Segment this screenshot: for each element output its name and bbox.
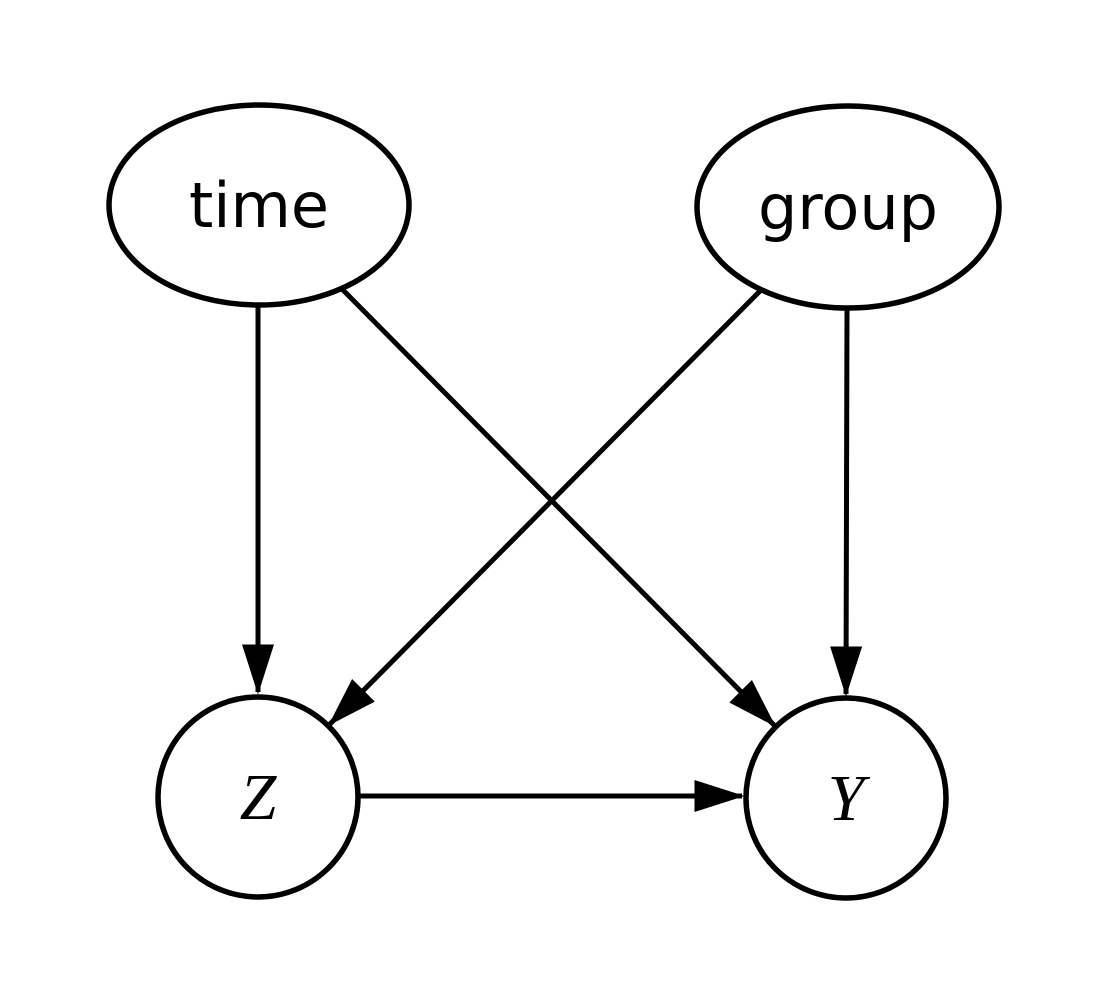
node-Z-label: Z	[240, 761, 278, 834]
node-time: time	[106, 102, 412, 308]
node-group-label: group	[758, 171, 938, 244]
edge-time-to-Y	[339, 286, 776, 727]
edge-group-to-Y	[830, 306, 863, 697]
node-time-ellipse	[106, 102, 412, 308]
node-group-ellipse	[694, 103, 1002, 311]
node-Y: Y	[743, 695, 949, 901]
node-Z: Z	[155, 694, 361, 900]
node-Z-circle	[155, 694, 361, 900]
node-group: group	[694, 103, 1002, 311]
node-Y-circle	[743, 695, 949, 901]
node-Y-label: Y	[828, 762, 871, 835]
node-time-label: time	[189, 169, 329, 242]
edge-group-to-Z	[328, 286, 765, 726]
